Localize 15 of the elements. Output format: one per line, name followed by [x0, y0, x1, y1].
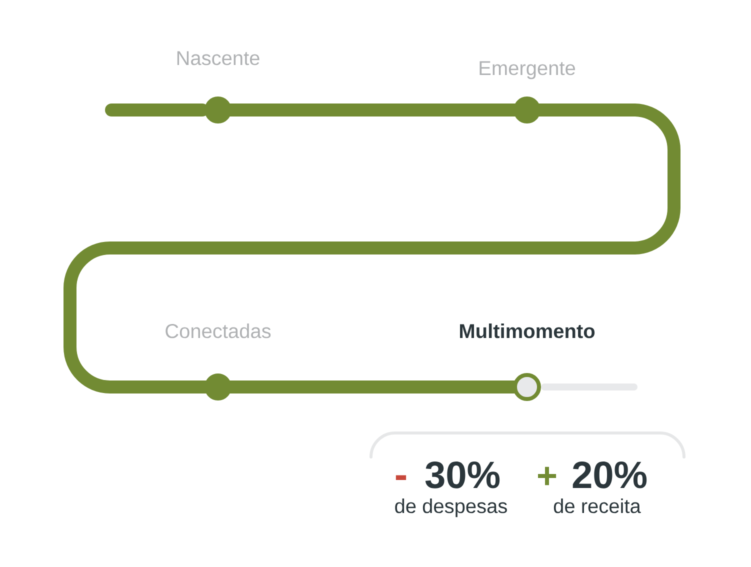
plus-sign: +: [538, 466, 556, 486]
track-line: [541, 384, 638, 390]
track-line: [228, 380, 516, 394]
track-line: [228, 104, 516, 116]
percent-value: 30%: [425, 461, 500, 488]
stage-label: Multimomento: [460, 324, 595, 338]
minus-sign: -: [396, 475, 406, 480]
track-line: [105, 104, 209, 116]
stat-caption: de despesas: [395, 498, 507, 518]
track-line: [64, 104, 681, 394]
stat-caption: de receita: [554, 498, 641, 514]
percent-value: 20%: [572, 461, 647, 488]
stage-label: Nascente: [177, 51, 260, 66]
stage-label: Emergente: [480, 61, 576, 80]
stage-label: Conectadas: [166, 324, 271, 338]
